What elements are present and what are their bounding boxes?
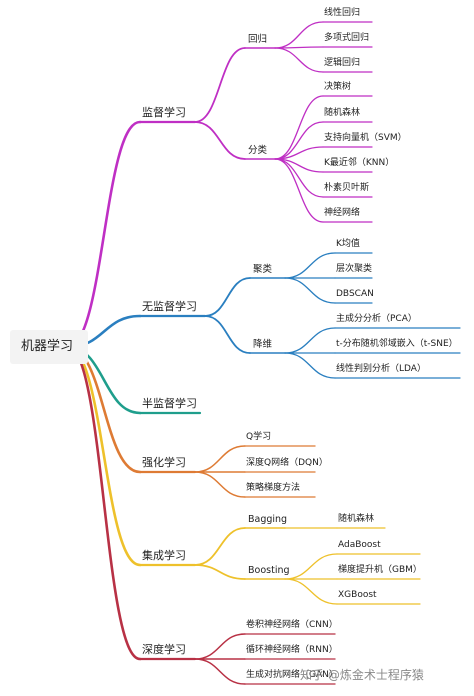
- leaf-label[interactable]: 神经网络: [324, 208, 361, 218]
- branch-label[interactable]: 监督学习: [142, 106, 186, 119]
- edge-branch-sub: [194, 121, 246, 160]
- leaf-label[interactable]: 随机森林: [324, 108, 361, 118]
- edge-sub-leaf: [274, 47, 324, 73]
- edge-root-branch: [66, 120, 142, 349]
- edge-branch-sub: [204, 277, 251, 317]
- edge-sub-leaf: [284, 578, 338, 605]
- edge-branch-sub: [194, 527, 246, 566]
- branch-label[interactable]: 集成学习: [142, 549, 186, 562]
- edge-branch-sub: [204, 315, 251, 354]
- leaf-label[interactable]: 生成对抗网络（GAN）: [246, 670, 338, 680]
- leaf-label[interactable]: K最近邻（KNN）: [324, 158, 395, 168]
- leaf-label[interactable]: 线性回归: [324, 8, 361, 18]
- edge-branch-leaf: [194, 445, 246, 473]
- edge-sub-leaf: [284, 352, 336, 379]
- subbranch-label[interactable]: 回归: [248, 33, 268, 45]
- subbranch-label[interactable]: Boosting: [248, 564, 290, 576]
- leaf-label[interactable]: 策略梯度方法: [246, 483, 301, 493]
- edge-sub-leaf: [274, 121, 324, 160]
- leaf-label[interactable]: K均值: [336, 239, 360, 249]
- leaf-label[interactable]: 决策树: [324, 82, 352, 92]
- edge-sub-leaf: [274, 21, 324, 49]
- leaf-label[interactable]: 朴素贝叶斯: [324, 183, 370, 193]
- edge-branch-leaf: [194, 658, 246, 685]
- leaf-label[interactable]: AdaBoost: [338, 540, 381, 550]
- edge-branch-sub: [194, 564, 246, 580]
- leaf-label[interactable]: 卷积神经网络（CNN）: [246, 620, 338, 630]
- edge-branch-leaf: [194, 633, 246, 660]
- subbranch-label[interactable]: 分类: [248, 144, 268, 156]
- branch-label[interactable]: 半监督学习: [142, 397, 197, 410]
- leaf-label[interactable]: 线性判别分析（LDA）: [336, 364, 426, 374]
- branch-label[interactable]: 无监督学习: [142, 300, 197, 313]
- edge-root-branch: [66, 345, 142, 661]
- watermark: 知乎 @炼金术士程序猿: [300, 668, 424, 682]
- edge-sub-leaf: [284, 277, 336, 304]
- leaf-label[interactable]: 主成分分析（PCA）: [336, 314, 417, 324]
- leaf-label[interactable]: 多项式回归: [324, 33, 370, 43]
- branch-label[interactable]: 强化学习: [142, 456, 186, 469]
- edge-sub-leaf: [274, 95, 324, 160]
- subbranch-label[interactable]: 降维: [253, 338, 273, 350]
- branch-label[interactable]: 深度学习: [142, 643, 186, 656]
- leaf-label[interactable]: 逻辑回归: [324, 58, 361, 68]
- leaf-label[interactable]: XGBoost: [338, 590, 377, 600]
- leaf-label[interactable]: 支持向量机（SVM）: [324, 133, 407, 143]
- root-label: 机器学习: [21, 339, 74, 354]
- leaf-label[interactable]: 梯度提升机（GBM）: [338, 565, 422, 575]
- edge-sub-leaf: [284, 252, 336, 279]
- edge-branch-leaf: [194, 471, 246, 498]
- leaf-label[interactable]: 循环神经网络（RNN）: [246, 645, 338, 655]
- leaf-label[interactable]: 深度Q网络（DQN）: [246, 458, 328, 468]
- leaf-label[interactable]: t-分布随机邻域嵌入（t-SNE）: [336, 339, 458, 349]
- subbranch-label[interactable]: Bagging: [248, 513, 288, 525]
- edge-branch-sub: [194, 47, 246, 123]
- edge-sub-leaf: [274, 158, 324, 223]
- subbranch-label[interactable]: 聚类: [253, 263, 273, 275]
- leaf-label[interactable]: 随机森林: [338, 514, 375, 524]
- edge-sub-leaf: [284, 327, 336, 354]
- leaf-label[interactable]: DBSCAN: [336, 289, 374, 299]
- edge-sub-leaf: [284, 553, 338, 580]
- leaf-label[interactable]: Q学习: [246, 432, 272, 442]
- leaf-label[interactable]: 层次聚类: [336, 264, 373, 274]
- root-node[interactable]: [10, 330, 88, 364]
